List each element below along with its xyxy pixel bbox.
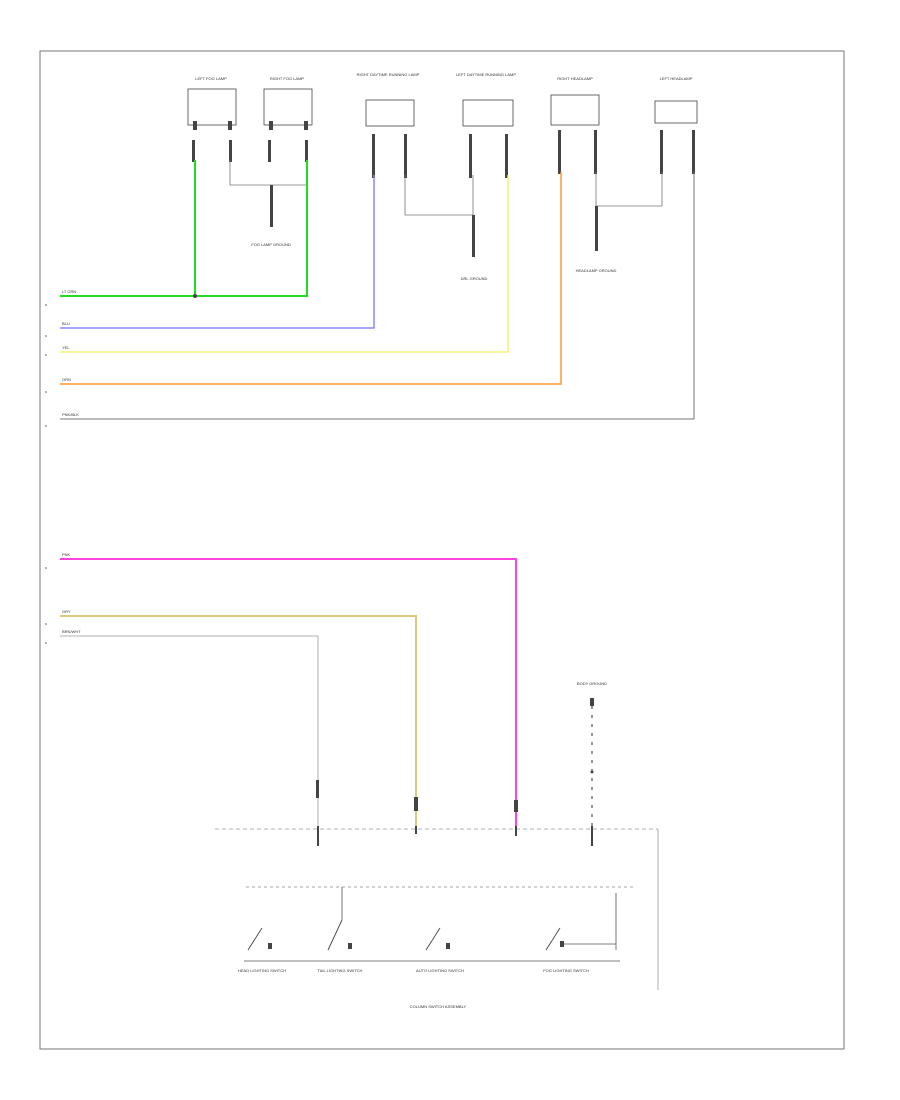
headlamp-ground-lead [595,206,598,251]
wire-gry-label: GRY [62,609,71,614]
wire-lt-grn: LT GRN [60,160,308,298]
left-drl-label: LEFT DAYTIME RUNNING LAMP [456,72,516,77]
wire-gry: GRY [60,609,417,827]
switch-bus-drops [341,887,617,950]
wire-brn-wht: BRN/WHT [60,629,319,827]
left-drl: LEFT DAYTIME RUNNING LAMP [456,72,516,178]
headlamp-ground-label: HEADLAMP GROUND [576,268,617,273]
right-headlamp: RIGHT HEADLAMP [550,76,600,174]
fog-lighting-switch: FOG LIGHTING SWITCH [543,927,616,973]
right-drl-label: RIGHT DAYTIME RUNNING LAMP [357,72,420,77]
wire-blu-label: BLU [62,321,70,326]
tail-lighting-switch-label: TAIL LIGHTING SWITCH [318,968,363,973]
fog-ground-lead [270,185,273,227]
drl-splice-link [404,175,474,216]
fog-ground-label: FOG LAMP GROUND [251,242,291,247]
wire-yel: YEL [60,175,509,353]
drl-ground-lead [472,215,475,257]
wire-orn-label: ORN [62,377,71,382]
auto-lighting-switch-label: AUTO LIGHTING SWITCH [416,968,464,973]
wire-brn-wht-label: BRN/WHT [62,629,81,634]
left-fog-lamp-label: LEFT FOG LAMP [195,76,227,81]
body-ground-splice [590,770,594,774]
wire-orn: ORN [60,172,562,385]
pnk-terminal [514,800,518,812]
diagram-frame [39,50,845,1050]
body-ground-label: BODY GROUND [577,681,607,686]
left-pin-ticks-bottom [45,567,47,644]
left-fog-lamp: LEFT FOG LAMP [187,76,237,162]
gry-terminal [414,797,418,811]
auto-lighting-switch: AUTO LIGHTING SWITCH [416,927,464,973]
column-switch-assembly: HEAD LIGHTING SWITCH TAIL LIGHTING SWITC… [238,886,636,1009]
body-ground-terminal [590,698,594,706]
headlamp-splice-link [595,172,663,207]
head-lighting-switch-label: HEAD LIGHTING SWITCH [238,968,286,973]
wire-yel-label: YEL [62,345,70,350]
column-switch-assembly-label: COLUMN SWITCH ASSEMBLY [410,1004,467,1009]
right-headlamp-label: RIGHT HEADLAMP [557,76,593,81]
right-drl: RIGHT DAYTIME RUNNING LAMP [357,72,420,178]
wire-pnk-blk: PNK/BLK [60,172,695,420]
wire-lt-grn-label: LT GRN [62,289,76,294]
head-lighting-switch: HEAD LIGHTING SWITCH [238,927,286,973]
fog-splice-link [229,160,308,186]
right-fog-lamp: RIGHT FOG LAMP [263,76,313,162]
brn-wht-terminal [316,780,319,798]
right-fog-lamp-label: RIGHT FOG LAMP [270,76,304,81]
wire-pnk-blk-label: PNK/BLK [62,412,79,417]
wire-pnk-label: PNK [62,552,71,557]
left-pin-ticks-top [45,304,47,427]
drl-ground-label: DRL GROUND [461,276,488,281]
tail-lighting-switch: TAIL LIGHTING SWITCH [318,919,363,973]
module-pin-ticks [317,826,593,846]
left-headlamp-label: LEFT HEADLAMP [660,76,693,81]
left-headlamp: LEFT HEADLAMP [654,76,698,174]
wire-pnk: PNK [60,552,517,827]
fog-lighting-switch-label: FOG LIGHTING SWITCH [543,968,589,973]
wire-blu: BLU [60,175,375,329]
